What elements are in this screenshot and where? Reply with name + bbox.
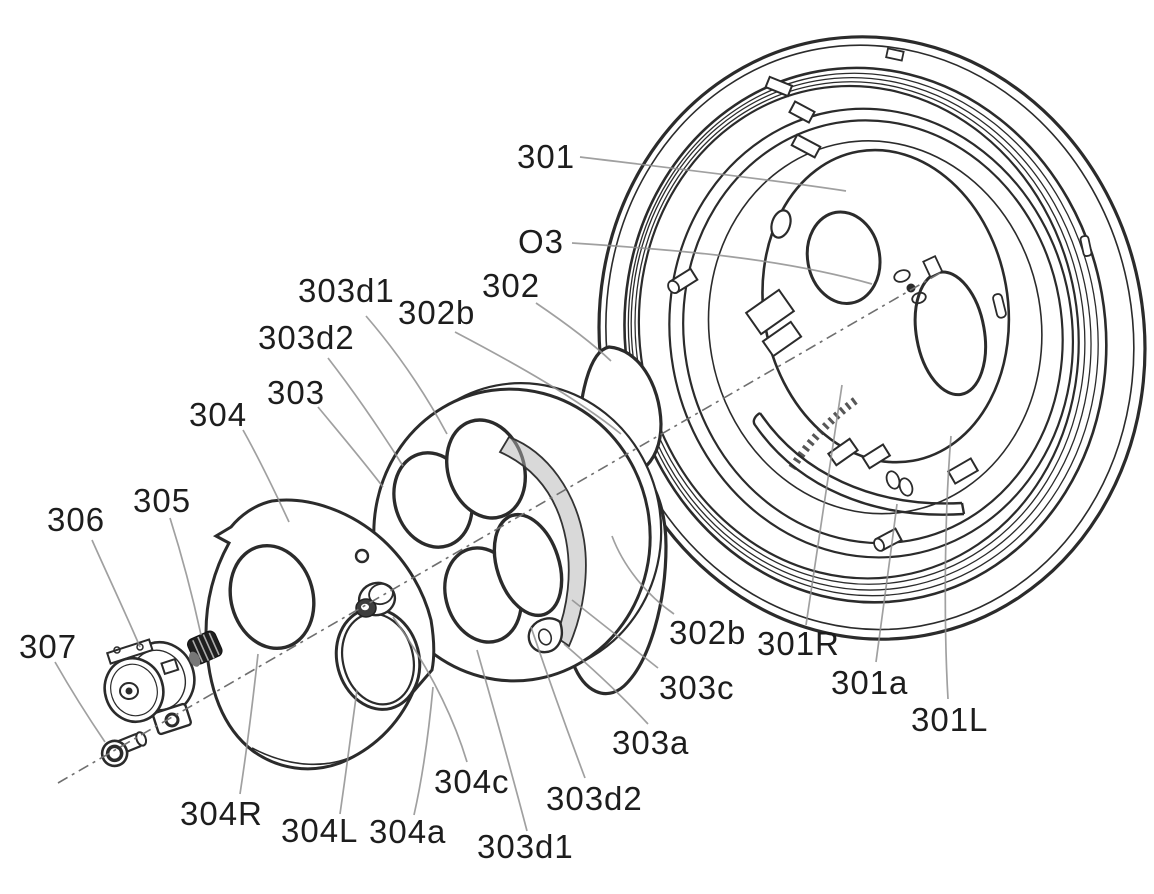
- screw-307: [100, 731, 148, 768]
- label-301a: 301a: [831, 664, 908, 701]
- leader-307: [54, 661, 106, 743]
- leader-303d2-bottom: [530, 626, 586, 779]
- label-304R: 304R: [180, 795, 263, 832]
- leader-301L: [944, 435, 952, 700]
- center-boss-O3: [893, 269, 927, 305]
- pin-hole-304: [354, 548, 370, 564]
- motor-306: [103, 638, 196, 736]
- label-303: 303: [267, 374, 325, 411]
- leader-303c: [571, 599, 659, 669]
- leader-303d2-top: [327, 357, 404, 467]
- guide-slot-303c: [498, 435, 587, 648]
- leader-301a: [875, 503, 898, 663]
- leader-O3: [571, 242, 873, 285]
- label-303d2-top: 303d2: [258, 319, 355, 356]
- label-303a: 303a: [612, 724, 689, 761]
- reference-labels: 301 O3 302 302b 303d1 303d2 303 304 305 …: [19, 138, 988, 865]
- leader-302b-top: [454, 331, 622, 435]
- leader-304: [242, 429, 290, 523]
- label-307: 307: [19, 628, 77, 665]
- leader-304L: [339, 689, 358, 815]
- label-301L: 301L: [911, 701, 988, 738]
- label-303d2-bottom: 303d2: [546, 780, 643, 817]
- opening-304L: [228, 543, 316, 651]
- label-303d1-bottom: 303d1: [477, 828, 574, 865]
- label-301R: 301R: [757, 625, 840, 662]
- label-O3: O3: [518, 223, 564, 260]
- label-303c: 303c: [659, 669, 735, 706]
- housing-ring-301: [597, 35, 1147, 641]
- leader-301: [579, 156, 847, 192]
- leader-305: [169, 517, 202, 636]
- retainer-spring-arc: [752, 411, 966, 516]
- ring-tabs: [667, 47, 1093, 552]
- label-304L: 304L: [281, 812, 358, 849]
- leader-304a: [413, 686, 434, 816]
- label-303d1-top: 303d1: [298, 272, 395, 309]
- label-302b-top: 302b: [398, 294, 475, 331]
- label-304: 304: [189, 396, 247, 433]
- leader-303: [317, 406, 384, 488]
- leader-306: [91, 539, 141, 648]
- leader-303d1-bottom: [476, 649, 528, 832]
- leader-303d1-top: [365, 315, 448, 435]
- label-304a: 304a: [369, 813, 446, 850]
- opening-303d2-lower: [492, 512, 564, 618]
- leader-301R: [805, 384, 843, 626]
- label-302b-bottom: 302b: [669, 614, 746, 651]
- leader-303a: [563, 643, 649, 725]
- axis-point-O3: [906, 283, 916, 293]
- leader-lines: [54, 156, 952, 832]
- label-306: 306: [47, 501, 105, 538]
- leader-302: [535, 302, 612, 362]
- label-304c: 304c: [434, 763, 510, 800]
- worm-gear-305: [187, 630, 223, 667]
- leader-304R: [239, 653, 259, 795]
- label-301: 301: [517, 138, 575, 175]
- label-302: 302: [482, 267, 540, 304]
- leader-304c: [392, 616, 468, 763]
- leader-302b-bottom: [611, 535, 675, 615]
- optical-axis-line: [57, 272, 941, 784]
- label-305: 305: [133, 482, 191, 519]
- drive-disc-304: [204, 498, 436, 771]
